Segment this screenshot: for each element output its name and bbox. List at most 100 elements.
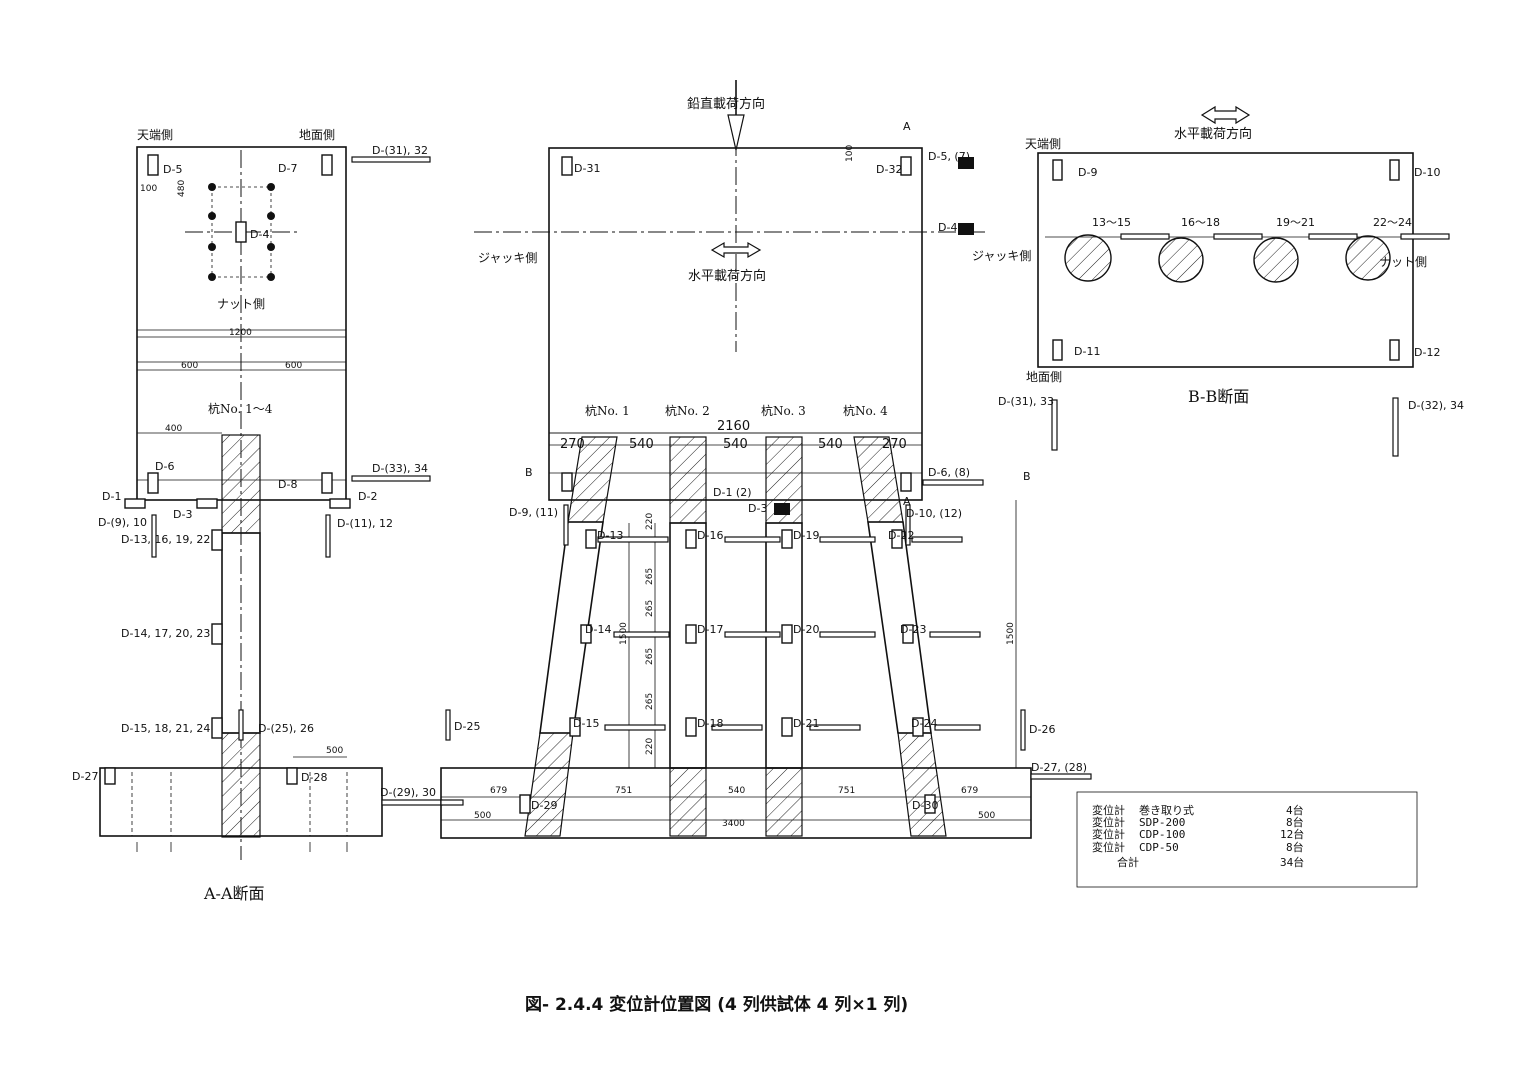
label-b-top-side: 天端側 — [1025, 137, 1061, 151]
label-b-horizontal-load: 水平載荷方向 — [1174, 126, 1252, 142]
dim-265-b: 265 — [645, 600, 655, 617]
section-b-b: 水平載荷方向 天端側 地面側 ナット側 B-B断面 D-9 D-10 D-11 … — [998, 105, 1464, 457]
gauge-d2 — [329, 498, 351, 509]
label-top-side: 天端側 — [137, 128, 173, 142]
pile-2-top — [669, 436, 707, 524]
label-d2: D-2 — [358, 490, 377, 503]
legend-type-1: 巻き取り式 — [1139, 804, 1194, 817]
gauge-d6 — [147, 472, 159, 494]
section-mark-b-right: B — [1023, 470, 1031, 483]
label-d31-33: D-(31), 33 — [998, 395, 1054, 408]
pile-3-bottom — [765, 767, 803, 837]
legend-type-2: SDP-200 — [1139, 816, 1185, 829]
label-d6: D-6 — [155, 460, 174, 473]
section-mark-a-bottom: A — [903, 495, 911, 508]
dim-1200: 1200 — [229, 328, 252, 338]
label-b-ground-side: 地面側 — [1026, 370, 1062, 384]
gauge-d31 — [561, 156, 573, 176]
gauge-d30 — [924, 794, 936, 814]
gauge-d5 — [147, 154, 159, 176]
label-d10-12: D-10, (12) — [906, 507, 962, 520]
gauge-d4-device — [958, 223, 974, 235]
dim-265-c: 265 — [645, 648, 655, 665]
rod-d29 — [381, 799, 443, 806]
label-13-15: 13～15 — [1092, 216, 1131, 229]
gauge-d27 — [104, 767, 116, 785]
label-d31-32: D-(31), 32 — [372, 144, 428, 157]
label-ground-side: 地面側 — [299, 128, 335, 142]
gauge-d9 — [1052, 159, 1063, 181]
rod-d31 — [351, 156, 431, 163]
label-d33-34: D-(33), 34 — [372, 462, 428, 475]
dim-265-d: 265 — [645, 693, 655, 710]
legend-count-2: 8台 — [1286, 815, 1304, 829]
label-d3-main: D-3 — [748, 502, 767, 515]
gauge-d8 — [321, 472, 333, 494]
label-d27-28: D-27, (28) — [1031, 761, 1087, 774]
label-d29-30: D-(29), 30 — [380, 786, 436, 799]
label-d14-group: D-14, 17, 20, 23 — [121, 627, 210, 640]
label-b-d10: D-10 — [1414, 166, 1440, 179]
section-a-a: 天端側 地面側 ナット側 杭No. 1～4 1200 600 600 400 4… — [72, 128, 443, 903]
label-d13: D-13 — [597, 529, 623, 542]
label-d17: D-17 — [697, 623, 723, 636]
label-d22: D-22 — [888, 529, 914, 542]
pile-circles — [1064, 234, 1391, 283]
dim-top-540-b: 540 — [723, 437, 748, 452]
gauge-d4 — [235, 221, 247, 243]
label-b-d9: D-9 — [1078, 166, 1097, 179]
gauge-d11 — [1052, 339, 1063, 361]
gauge-d3-device — [774, 503, 790, 515]
label-d1: D-1 — [102, 490, 121, 503]
label-d5: D-5 — [163, 163, 182, 176]
dim-480: 480 — [177, 180, 187, 197]
label-d3: D-3 — [173, 508, 192, 521]
dim-top-270-left: 270 — [560, 437, 585, 452]
label-d1-2: D-1 (2) — [713, 486, 752, 499]
section-mark-a-top: A — [903, 120, 911, 133]
label-d11-12: D-(11), 12 — [337, 517, 393, 530]
gauge-d14 — [211, 623, 223, 645]
dim-3400: 3400 — [722, 819, 745, 829]
legend-kind-2: 変位計 — [1092, 815, 1125, 829]
label-d9-10: D-(9), 10 — [98, 516, 147, 529]
dim-500: 500 — [326, 746, 343, 756]
label-jack-side-left: ジャッキ側 — [478, 251, 537, 265]
dim-500-left: 500 — [474, 811, 491, 821]
label-d26: D-26 — [1029, 723, 1055, 736]
legend-count-4: 8台 — [1286, 840, 1304, 854]
label-jack-side-right: ジャッキ側 — [972, 249, 1031, 263]
label-d9-11: D-9, (11) — [509, 506, 558, 519]
label-d15-group: D-15, 18, 21, 24 — [121, 722, 210, 735]
dim-top-540-c: 540 — [818, 437, 843, 452]
label-pile-2: 杭No. 2 — [665, 403, 710, 418]
anchor-bolt-pattern — [208, 183, 275, 281]
rod-d33 — [351, 475, 431, 482]
label-horizontal-load: 水平載荷方向 — [688, 268, 766, 284]
label-16-18: 16～18 — [1181, 216, 1220, 229]
label-d18: D-18 — [697, 717, 723, 730]
label-d27: D-27 — [72, 770, 98, 783]
label-d7: D-7 — [278, 162, 297, 175]
rod-d11 — [325, 514, 331, 558]
dim-top-270-right: 270 — [882, 437, 907, 452]
label-d8: D-8 — [278, 478, 297, 491]
legend-count-1: 4台 — [1286, 803, 1304, 817]
legend-kind-4: 変位計 — [1092, 840, 1125, 854]
dim-bottom-540: 540 — [728, 786, 745, 796]
label-d15-main: D-15 — [573, 717, 599, 730]
label-d21: D-21 — [793, 717, 819, 730]
section-mark-b-left: B — [525, 466, 533, 479]
label-pile-3: 杭No. 3 — [761, 403, 806, 418]
dim-bottom-679-left: 679 — [490, 786, 507, 796]
label-d4-main: D-4 — [938, 221, 957, 234]
legend-type-4: CDP-50 — [1139, 841, 1179, 854]
rod-d9 — [151, 514, 157, 558]
gauge-d29 — [519, 794, 531, 814]
legend-type-3: CDP-100 — [1139, 828, 1185, 841]
gauge-d13 — [211, 529, 223, 551]
pile-2-bottom — [669, 767, 707, 837]
label-22-24: 22～24 — [1373, 216, 1412, 229]
main-elevation: 鉛直載荷方向 水平載荷方向 ジャッキ側 ジャッキ側 杭No. 1 杭No. 2 … — [440, 80, 1092, 839]
